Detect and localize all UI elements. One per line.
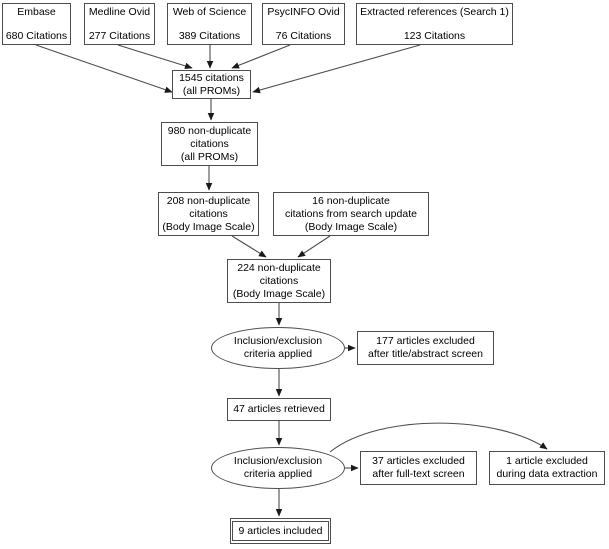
- all-citations-line-1: 1545 citations: [179, 71, 244, 84]
- decision-fulltext-criteria[interactable]: Inclusion/exclusion criteria applied: [211, 447, 345, 489]
- stage-box-included[interactable]: 9 articles included: [230, 518, 331, 544]
- combined-line-2: citations: [259, 274, 299, 287]
- included-line-1: 9 articles included: [238, 524, 323, 537]
- source-name-extracted-references: Extracted references (Search 1): [360, 5, 509, 18]
- non-duplicate-bis-line-1: 208 non-duplicate: [166, 194, 251, 207]
- source-box-medline-ovid[interactable]: Medline Ovid 277 Citations: [84, 3, 155, 45]
- non-duplicate-bis-line-3: (Body Image Scale): [162, 220, 255, 233]
- combined-line-1: 224 non-duplicate: [237, 261, 321, 274]
- non-duplicate-all-line-2: citations: [190, 137, 229, 150]
- edge-embase-to-all: [35, 44, 173, 93]
- included-inner-border: 9 articles included: [232, 521, 329, 541]
- edge-psycinfo-to-all: [231, 44, 291, 69]
- excluded-fulltext-line-1: 37 articles excluded: [372, 455, 465, 467]
- decision-screen-criteria[interactable]: Inclusion/exclusion criteria applied: [211, 327, 345, 369]
- non-duplicate-all-line-1: 980 non-duplicate: [167, 124, 252, 137]
- excluded-extraction-line-2: during data extraction: [496, 468, 598, 480]
- fulltext-criteria-text: Inclusion/exclusion criteria applied: [234, 455, 322, 481]
- edge-fulltext-to-extraction: [329, 422, 548, 453]
- source-count-web-of-science: 389 Citations: [178, 29, 241, 42]
- stage-box-all-citations[interactable]: 1545 citations (all PROMs): [172, 70, 251, 99]
- fulltext-criteria-line-1: Inclusion/exclusion: [233, 455, 323, 467]
- source-name-psycinfo-ovid: PsycINFO Ovid: [267, 5, 340, 18]
- excluded-fulltext-line-2: after full-text screen: [372, 468, 465, 480]
- stage-box-excluded-title-abstract[interactable]: 177 articles excluded after title/abstra…: [357, 331, 494, 365]
- stage-box-non-duplicate-all[interactable]: 980 non-duplicate citations (all PROMs): [161, 122, 258, 166]
- combined-line-3: (Body Image Scale): [232, 287, 326, 300]
- ellipse-shape-fulltext: [211, 447, 345, 489]
- source-name-medline-ovid: Medline Ovid: [88, 5, 151, 18]
- search-update-line-2: citations from search update: [285, 207, 417, 220]
- stage-box-excluded-extraction[interactable]: 1 article excluded during data extractio…: [489, 451, 605, 485]
- source-box-extracted-references[interactable]: Extracted references (Search 1) 123 Cita…: [356, 3, 513, 45]
- stage-box-non-duplicate-bis[interactable]: 208 non-duplicate citations (Body Image …: [158, 192, 259, 236]
- non-duplicate-all-line-3: (all PROMs): [180, 150, 239, 163]
- retrieved-line-1: 47 articles retrieved: [233, 403, 325, 415]
- excluded-title-abstract-line-1: 177 articles excluded: [376, 335, 475, 347]
- source-box-web-of-science[interactable]: Web of Science 389 Citations: [167, 3, 252, 45]
- search-update-line-1: 16 non-duplicate: [312, 194, 390, 207]
- excluded-extraction-line-1: 1 article excluded: [506, 455, 588, 467]
- search-update-line-3: (Body Image Scale): [304, 220, 398, 233]
- edge-medline-to-all: [117, 44, 193, 70]
- source-box-embase[interactable]: Embase 680 Citations: [2, 3, 71, 45]
- excluded-title-abstract-line-2: after title/abstract screen: [368, 348, 483, 360]
- source-count-embase: 680 Citations: [5, 29, 68, 42]
- edge-bis-to-combined: [231, 235, 267, 258]
- ellipse-shape-screen: [211, 327, 345, 369]
- stage-box-search-update[interactable]: 16 non-duplicate citations from search u…: [273, 192, 429, 236]
- screen-criteria-line-1: Inclusion/exclusion: [233, 335, 323, 347]
- stage-box-combined[interactable]: 224 non-duplicate citations (Body Image …: [227, 259, 331, 303]
- source-count-medline-ovid: 277 Citations: [88, 29, 151, 42]
- fulltext-criteria-line-2: criteria applied: [243, 468, 313, 480]
- source-count-psycinfo-ovid: 76 Citations: [275, 29, 332, 42]
- edge-extracted-to-all: [252, 44, 421, 94]
- screen-criteria-line-2: criteria applied: [243, 348, 313, 360]
- all-citations-line-2: (all PROMs): [182, 84, 241, 97]
- stage-box-excluded-fulltext[interactable]: 37 articles excluded after full-text scr…: [360, 451, 477, 485]
- stage-box-retrieved[interactable]: 47 articles retrieved: [227, 398, 331, 421]
- source-name-embase: Embase: [17, 5, 56, 18]
- screen-criteria-text: Inclusion/exclusion criteria applied: [234, 335, 322, 361]
- source-name-web-of-science: Web of Science: [172, 5, 247, 18]
- non-duplicate-bis-line-2: citations: [189, 207, 228, 220]
- edge-update-to-combined: [297, 235, 331, 258]
- source-box-psycinfo-ovid[interactable]: PsycINFO Ovid 76 Citations: [262, 3, 345, 45]
- source-count-extracted-references: 123 Citations: [403, 29, 466, 42]
